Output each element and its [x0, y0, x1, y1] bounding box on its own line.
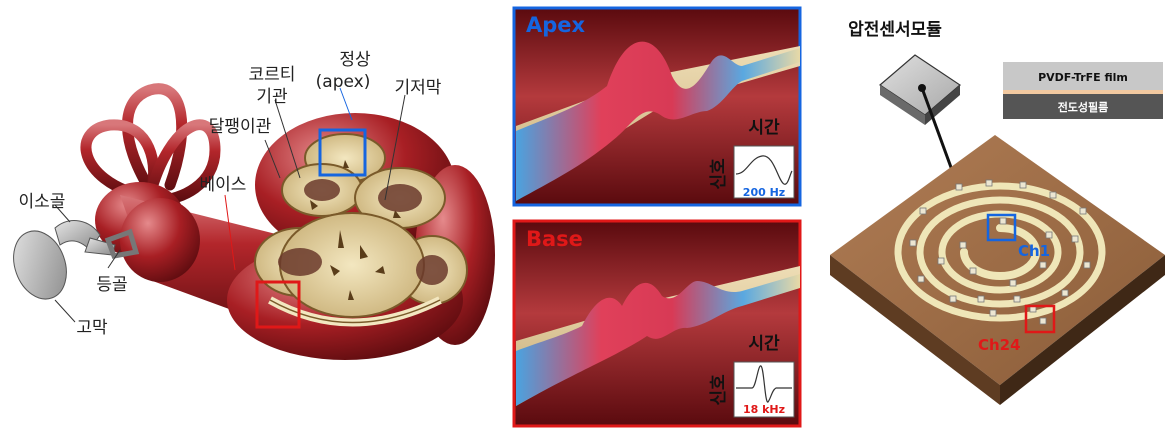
ossicles-illustration: [13, 220, 140, 300]
base-wave-panel: Base 시간 신호 18 kHz: [512, 219, 802, 428]
eardrum-shape: [13, 230, 67, 300]
sensor-board: [830, 135, 1165, 405]
layer-pvdf-label: PVDF-TrFE film: [1038, 71, 1128, 84]
base-highlight-box: [255, 280, 301, 329]
cochlea-illustration: 정상 (apex) 코르티 기관 기저막 달팽이관 베이스 이소골 등골 고막: [13, 50, 495, 360]
label-cochlea: 달팽이관: [209, 117, 272, 137]
ch24-label: Ch24: [978, 336, 1021, 354]
ch1-highlight-box: [986, 213, 1017, 242]
sensor-panel: 압전센서모듈 PVDF-TrFE film 전도성필름: [810, 0, 1173, 432]
apex-highlight-box: [318, 128, 367, 177]
ch1-label: Ch1: [1018, 242, 1050, 260]
apex-signal-plot: [733, 145, 795, 199]
electrode-pads: [909, 179, 1091, 325]
sensor-illustration: 압전센서모듈 PVDF-TrFE film 전도성필름: [830, 19, 1165, 405]
ch24-highlight-box: [1024, 304, 1056, 334]
stapes-shape: [104, 228, 140, 259]
semicircular-canals: [80, 83, 221, 206]
apex-time-axis: 시간: [748, 118, 780, 138]
base-title: Base: [526, 227, 583, 251]
label-organ-of-corti-1: 코르티: [249, 65, 296, 85]
apex-wave: [516, 41, 800, 202]
layer-conductive-label: 전도성필름: [1058, 100, 1109, 114]
label-stapes: 등골: [96, 275, 127, 295]
wave-panels: Apex 시간 신호 200 Hz Base 시간 신호 18 kHz: [512, 6, 804, 430]
label-organ-of-corti-2: 기관: [256, 87, 287, 107]
base-frequency: 18 kHz: [743, 403, 785, 416]
apex-frequency: 200 Hz: [743, 186, 785, 199]
base-signal-plot: [733, 361, 795, 418]
layer-stack: PVDF-TrFE film 전도성필름: [1003, 62, 1163, 119]
label-ossicles: 이소골: [19, 192, 66, 212]
base-time-axis: 시간: [748, 334, 780, 354]
leader-lines: [54, 87, 406, 323]
base-signal-trace: [736, 365, 792, 403]
label-basilar-membrane: 기저막: [395, 78, 442, 98]
label-eardrum: 고막: [76, 318, 108, 338]
wave-illustrations: Apex 시간 신호 200 Hz Base 시간 신호 18 kHz: [512, 6, 802, 428]
cochlea-anatomy-panel: 정상 (apex) 코르티 기관 기저막 달팽이관 베이스 이소골 등골 고막: [0, 0, 510, 432]
apex-signal-trace: [735, 155, 793, 185]
apex-signal-axis: 신호: [709, 158, 729, 190]
label-apex: 정상: [339, 50, 371, 70]
apex-wave-panel: Apex 시간 신호 200 Hz: [512, 6, 802, 207]
base-signal-axis: 신호: [709, 374, 729, 406]
base-wave: [516, 274, 800, 406]
sensor-title: 압전센서모듈: [848, 19, 942, 40]
label-base: 베이스: [200, 175, 247, 195]
label-apex-paren: (apex): [316, 72, 371, 92]
apex-title: Apex: [526, 13, 586, 37]
